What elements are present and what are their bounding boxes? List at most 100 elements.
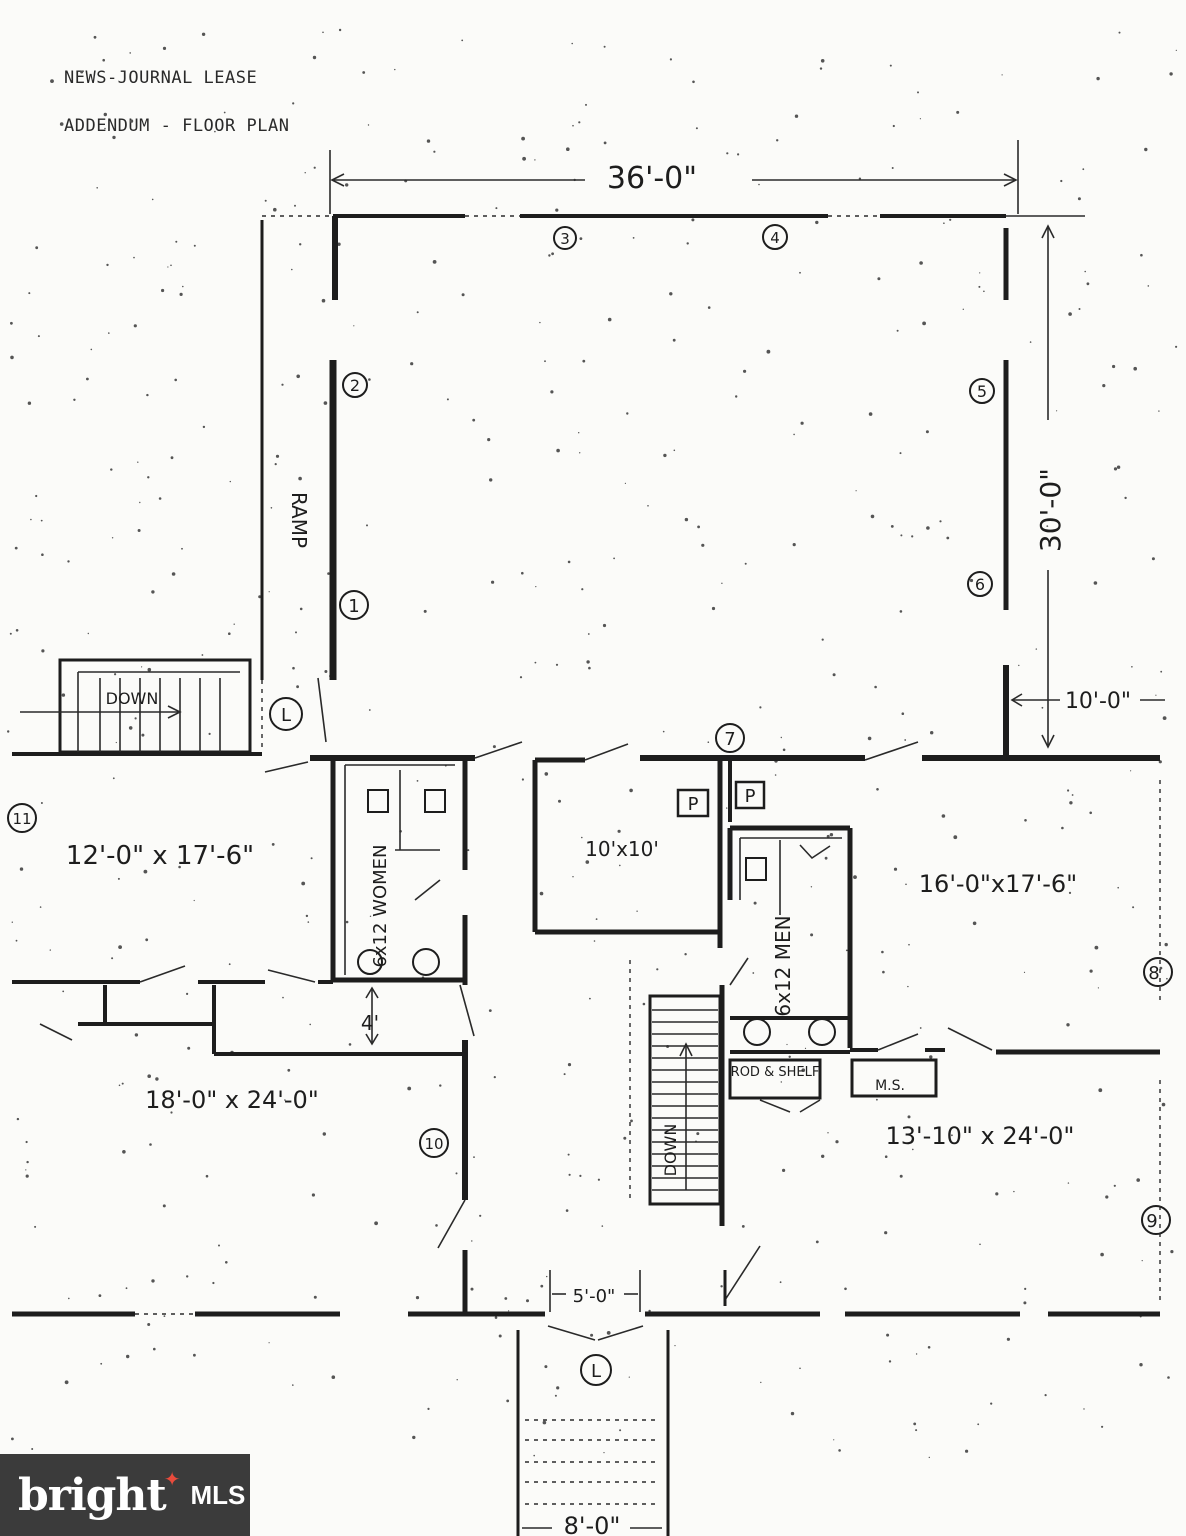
- speckle-dot: [187, 1046, 191, 1050]
- speckle-dot: [905, 883, 907, 886]
- speckle-dot: [410, 362, 414, 366]
- speckle-dot: [870, 514, 875, 519]
- speckle-dot: [353, 325, 355, 327]
- speckle-dot: [67, 560, 70, 563]
- top-dimension-label: 36'-0": [607, 161, 697, 196]
- speckle-dot: [554, 1394, 557, 1397]
- speckle-dot: [566, 147, 570, 151]
- speckle-dot: [539, 891, 544, 896]
- speckle-dot: [617, 829, 621, 833]
- speckle-dot: [1056, 410, 1058, 412]
- speckle-dot: [155, 1077, 159, 1081]
- speckle-dot: [799, 1367, 801, 1370]
- speckle-dot: [669, 292, 673, 296]
- speckle-dot: [571, 42, 573, 45]
- speckle-dot: [96, 187, 98, 189]
- speckle-dot: [134, 1033, 139, 1037]
- logo-mls-text: MLS: [190, 1479, 246, 1510]
- small-room: [532, 757, 732, 948]
- window-marker-10: 10: [419, 1128, 449, 1158]
- speckle-dot: [911, 535, 914, 538]
- speckle-dot: [25, 1140, 28, 1144]
- speckle-dot: [19, 867, 24, 871]
- speckle-dot: [175, 240, 178, 243]
- speckle-dot: [301, 881, 306, 886]
- speckle-dot: [691, 218, 695, 222]
- speckle-dot: [567, 560, 571, 564]
- speckle-dot: [162, 46, 167, 51]
- speckle-dot: [884, 1231, 888, 1235]
- speckle-dot: [37, 335, 40, 338]
- speckle-dot: [913, 1422, 917, 1426]
- speckle-dot: [7, 730, 10, 733]
- speckle-dot: [990, 1402, 993, 1405]
- speckle-dot: [760, 1381, 762, 1384]
- speckle-dot: [1140, 253, 1143, 257]
- speckle-dot: [912, 1148, 914, 1151]
- speckle-dot: [956, 110, 960, 114]
- speckle-dot: [587, 633, 590, 635]
- speckle-dot: [799, 271, 801, 274]
- speckle-dot: [223, 111, 226, 114]
- speckle-dot: [815, 220, 819, 225]
- speckle-dot: [1151, 557, 1155, 561]
- speckle-dot: [181, 547, 183, 550]
- speckle-dot: [526, 1299, 529, 1303]
- right-dimension-line: [1010, 224, 1165, 749]
- speckle-dot: [1102, 384, 1106, 388]
- speckle-dot: [322, 31, 324, 34]
- speckle-dot: [151, 198, 154, 201]
- speckle-dot: [311, 1193, 315, 1197]
- speckle-dot: [208, 732, 211, 736]
- speckle-dot: [170, 456, 174, 460]
- speckle-dot: [27, 401, 32, 405]
- speckle-dot: [845, 949, 848, 952]
- speckle-dot: [876, 788, 879, 791]
- speckle-dot: [943, 222, 945, 224]
- speckle-dot: [737, 153, 740, 156]
- speckle-dot: [522, 156, 526, 161]
- speckle-dot: [394, 68, 396, 71]
- speckle-dot: [563, 1073, 566, 1076]
- speckle-dot: [533, 1454, 535, 1457]
- speckle-dot: [899, 452, 902, 455]
- speckle-dot: [535, 586, 537, 588]
- light-marker-1-label: L: [281, 705, 291, 726]
- speckle-dot: [126, 1354, 130, 1359]
- speckle-dot: [711, 606, 716, 611]
- speckle-dot: [838, 1449, 841, 1452]
- speckle-dot: [893, 867, 898, 871]
- speckle-dot: [794, 114, 799, 118]
- speckle-dot: [34, 1225, 37, 1228]
- speckle-dot: [766, 349, 771, 354]
- speckle-dot: [867, 736, 872, 741]
- right-dimension-label: 30'-0": [1034, 468, 1067, 552]
- speckle-dot: [780, 736, 782, 739]
- speckle-dot: [567, 1153, 570, 1156]
- light-marker-1: L: [269, 697, 303, 731]
- speckle-dot: [829, 833, 834, 837]
- speckle-dot: [586, 660, 590, 664]
- speckle-dot: [362, 71, 366, 74]
- speckle-dot: [313, 166, 316, 169]
- speckle-dot: [826, 834, 830, 838]
- main-room-walls: [310, 214, 1160, 761]
- speckle-dot: [228, 963, 231, 966]
- speckle-dot: [158, 497, 162, 500]
- speckle-dot: [548, 254, 551, 257]
- speckle-dot: [735, 395, 738, 398]
- speckle-dot: [977, 1423, 980, 1426]
- speckle-dot: [163, 1315, 166, 1317]
- speckle-dot: [161, 288, 165, 293]
- speckle-dot: [162, 1204, 166, 1208]
- speckle-dot: [218, 1244, 220, 1247]
- speckle-dot: [726, 152, 729, 155]
- speckle-dot: [579, 237, 583, 241]
- speckle-dot: [111, 957, 114, 960]
- speckle-dot: [1078, 308, 1081, 310]
- speckle-dot: [636, 910, 638, 912]
- speckle-dot: [147, 667, 152, 672]
- speckle-dot: [287, 1068, 291, 1072]
- speckle-dot: [801, 1068, 806, 1072]
- window-marker-10-label: 10: [424, 1135, 443, 1153]
